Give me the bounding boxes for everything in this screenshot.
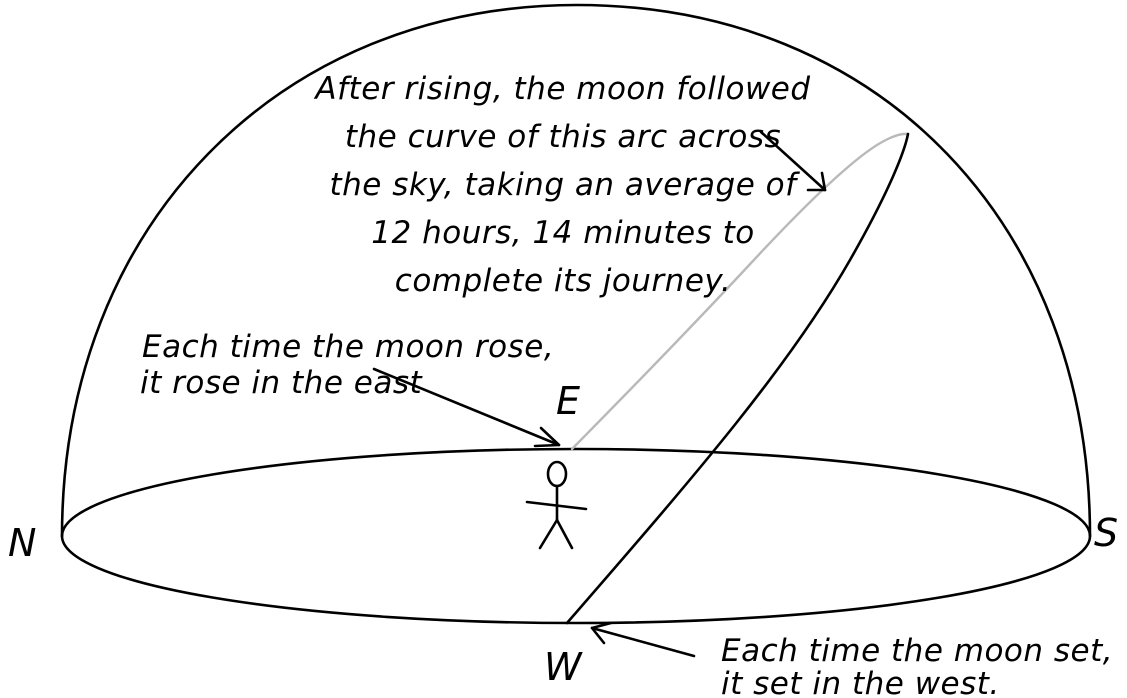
observer-stick-figure — [527, 462, 586, 548]
moon-path-descent — [567, 134, 908, 623]
arc-note-line-2: the curve of this arc across — [345, 119, 781, 155]
arc-note-line-4: 12 hours, 14 minutes to — [371, 215, 754, 251]
horizon-ellipse — [62, 449, 1090, 623]
rise-note-line-1: Each time the moon rose, — [142, 329, 554, 365]
set-note-line-2: it set in the west. — [721, 666, 1000, 698]
arc-note-line-5: complete its journey. — [395, 263, 731, 299]
rise-note: Each time the moon rose, it rose in the … — [140, 329, 554, 401]
set-note-arrow — [592, 623, 694, 656]
observer-head — [548, 462, 566, 486]
label-west: W — [544, 645, 583, 689]
arc-note-line-3: the sky, taking an average of — [329, 167, 800, 203]
label-south: S — [1094, 511, 1118, 555]
label-north: N — [8, 521, 36, 565]
observer-left-leg — [540, 520, 557, 548]
arc-note: After rising, the moon followed the curv… — [313, 71, 810, 299]
set-note: Each time the moon set, it set in the we… — [721, 633, 1113, 698]
label-east: E — [556, 379, 580, 423]
set-note-line-1: Each time the moon set, — [721, 633, 1113, 669]
arc-note-line-1: After rising, the moon followed — [313, 71, 810, 107]
rise-note-line-2: it rose in the east — [140, 365, 423, 401]
observer-right-leg — [557, 520, 572, 548]
